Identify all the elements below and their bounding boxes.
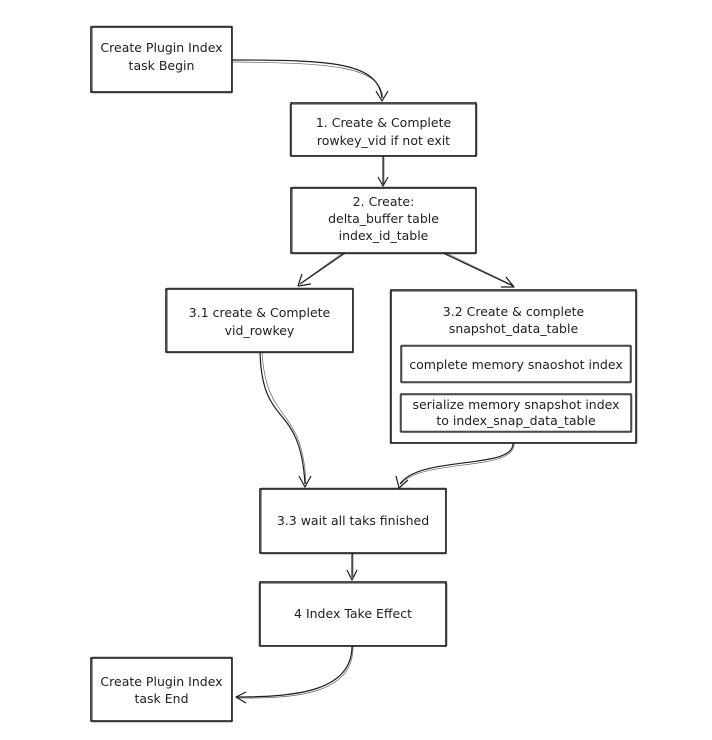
node-begin: Create Plugin Index task Begin: [90, 25, 233, 94]
arrow-step3-3-to-step4: [346, 553, 358, 581]
node-step3-3-line-1: 3.3 wait all taks finished: [277, 513, 429, 528]
node-step4-line-1: 4 Index Take Effect: [294, 606, 412, 621]
node-step2-line-3: index_id_table: [339, 228, 429, 243]
node-step3-2: 3.2 Create & complete snapshot_data_tabl…: [389, 289, 638, 444]
node-step3-1-line-1: 3.1 create & Complete: [189, 305, 331, 320]
arrow-step2-to-step3-2: [442, 251, 515, 288]
node-step2-line-1: 2. Create:: [353, 194, 415, 209]
arrow-step3-2-to-step3-3: [395, 442, 515, 489]
arrow-step4-to-end: [235, 645, 354, 704]
node-end: Create Plugin Index task End: [90, 656, 233, 723]
node-end-line-1: Create Plugin Index: [100, 674, 222, 689]
node-step3-2-sub1: complete memory snaoshot index: [400, 344, 632, 384]
arrow-begin-to-step1: [231, 59, 389, 102]
node-step3-1: 3.1 create & Complete vid_rowkey: [165, 287, 354, 354]
node-step2-line-2: delta_buffer table: [328, 211, 439, 226]
node-step3-2-line-2: snapshot_data_table: [449, 321, 579, 336]
node-step4: 4 Index Take Effect: [258, 581, 448, 647]
node-step3-1-line-2: vid_rowkey: [225, 323, 295, 338]
node-step1: 1. Create & Complete rowkey_vid if not e…: [289, 102, 478, 157]
node-step3-2-line-1: 3.2 Create & complete: [443, 304, 585, 319]
node-begin-line-2: task Begin: [129, 58, 195, 73]
node-step1-line-2: rowkey_vid if not exit: [317, 133, 450, 148]
node-step2: 2. Create: delta_buffer table index_id_t…: [290, 186, 477, 255]
node-step3-2-sub2: serialize memory snapshot index to index…: [399, 393, 633, 433]
node-begin-line-1: Create Plugin Index: [100, 40, 222, 55]
connectors: [231, 59, 515, 704]
node-step3-3: 3.3 wait all taks finished: [259, 487, 447, 555]
node-step3-2-sub1-line-1: complete memory snaoshot index: [409, 357, 622, 372]
node-step1-line-1: 1. Create & Complete: [316, 115, 452, 130]
node-end-line-2: task End: [134, 691, 188, 706]
arrow-step3-1-to-step3-3: [259, 351, 312, 488]
node-step3-2-sub2-line-1: serialize memory snapshot index: [412, 397, 619, 412]
node-step3-2-sub2-line-2: to index_snap_data_table: [436, 413, 596, 428]
arrow-step1-to-step2: [377, 156, 389, 187]
arrow-step2-to-step3-1: [297, 251, 346, 287]
